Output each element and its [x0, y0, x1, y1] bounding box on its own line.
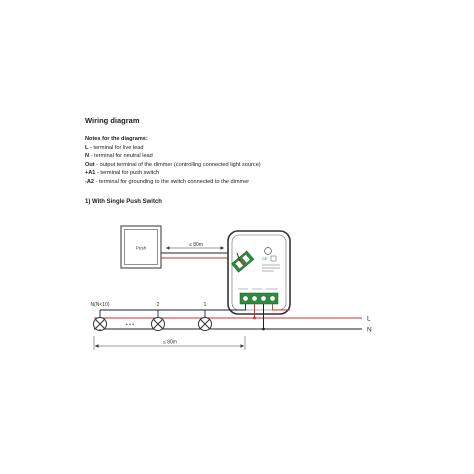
lamp-1 [198, 310, 212, 331]
note-term: +A1 [85, 170, 96, 177]
note-item: Out - output terminal of the dimmer (con… [85, 161, 261, 170]
terminal-screw [242, 295, 249, 302]
bin-icon [270, 255, 277, 262]
top-distance-label: ≤ 80m [189, 242, 203, 248]
note-text: - terminal for neutral lead [89, 153, 153, 160]
note-term: Out [85, 161, 95, 168]
push-switch: Push [120, 225, 162, 269]
top-arrow-right [220, 246, 224, 250]
bottom-distance-label: ≤ 80m [163, 340, 177, 346]
note-text: - terminal for live lead [88, 144, 144, 151]
note-text: - output terminal of the dimmer (control… [94, 161, 261, 168]
push-label: Push [136, 246, 147, 251]
ellipsis: • • • [126, 322, 134, 328]
terminal-screw [260, 295, 267, 302]
page-title: Wiring diagram [85, 116, 140, 125]
lamp-n [93, 310, 107, 331]
bottom-arrow-left [95, 344, 99, 348]
push-switch-inner [124, 229, 158, 265]
note-term: L [85, 144, 89, 151]
note-term: N [85, 153, 90, 160]
note-item: -A2 - terminal for grounding to the swit… [85, 178, 261, 187]
note-item: +A1 - terminal for push switch [85, 169, 261, 178]
bottom-arrow-right [240, 344, 244, 348]
switch-wire-b-end [238, 257, 246, 266]
lamp-label-1: 1 [204, 302, 207, 308]
line-N-label: N [367, 327, 372, 334]
junction-dot [262, 327, 265, 331]
dimmer-button [264, 247, 272, 255]
note-item: L - terminal for live lead [85, 144, 261, 153]
lamp-2 [151, 310, 165, 331]
switch-wire-a-end [236, 252, 241, 262]
dimmer-module: CE [227, 230, 291, 315]
output-wire [228, 304, 246, 311]
terminal-screw [269, 295, 276, 302]
section-title: 1) With Single Push Switch [85, 199, 162, 205]
dimmer-right-wire [272, 304, 290, 311]
notes-block: Notes for the diagrams: L - terminal for… [85, 135, 261, 187]
note-text: - terminal for grounding to the switch c… [94, 178, 250, 185]
lamp-label-2: 2 [157, 302, 160, 308]
main-terminal-block [239, 292, 279, 305]
note-item: N - terminal for neutral lead [85, 152, 261, 161]
junction-dot [253, 316, 256, 320]
top-arrow-left [166, 246, 170, 250]
note-text: - terminal for push switch [95, 170, 160, 177]
line-L-label: L [367, 316, 371, 323]
note-term: -A2 [85, 178, 95, 185]
terminal-screw [251, 295, 258, 302]
notes-heading: Notes for the diagrams: [85, 136, 148, 142]
dimmer-inner-frame [231, 234, 287, 311]
ce-mark: CE [262, 256, 268, 261]
lamp-label-n: N(N<10) [90, 302, 109, 308]
